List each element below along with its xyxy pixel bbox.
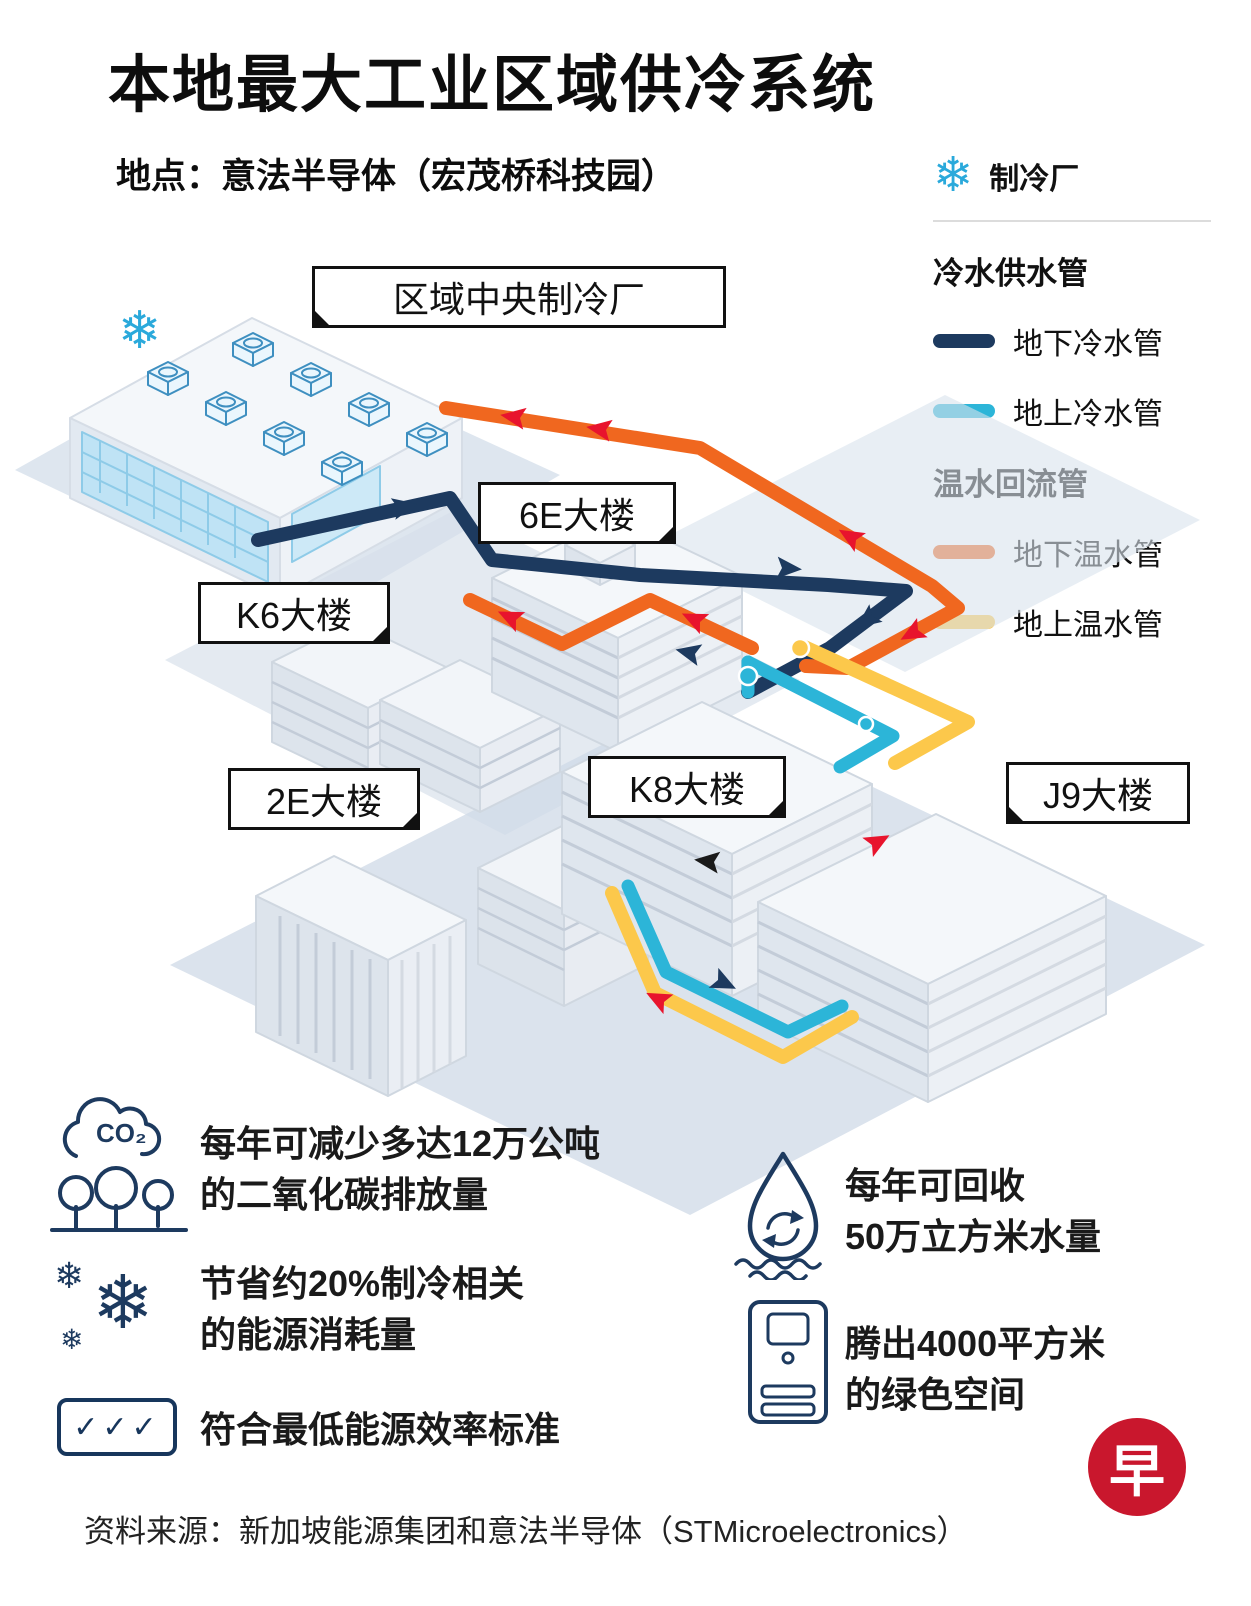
fact-standard: 符合最低能源效率标准 bbox=[200, 1409, 561, 1450]
label-text: 6E大楼 bbox=[518, 495, 636, 536]
plant-snowflake-icon: ❄ bbox=[118, 302, 162, 360]
pipe-warm-underground-branch bbox=[463, 593, 759, 655]
co2-trees-icon: CO₂ bbox=[50, 1097, 188, 1232]
swatch-cold-underground bbox=[933, 334, 995, 348]
legend-cold-header: 冷水供水管 bbox=[933, 256, 1088, 291]
label-text: J9大楼 bbox=[1042, 775, 1154, 816]
cooling-plant-building: ❄ bbox=[69, 302, 463, 599]
snowflake-icon: ❄ bbox=[933, 149, 974, 202]
fact-co2: 每年可减少多达12万公吨 的二氧化碳排放量 bbox=[200, 1123, 601, 1216]
cabinet-icon bbox=[748, 1300, 828, 1424]
label-pointer bbox=[1006, 804, 1026, 824]
label-pointer bbox=[400, 810, 420, 830]
checkmarks-icon: ✓✓✓ bbox=[57, 1398, 177, 1456]
pipe-cold-underground bbox=[251, 491, 913, 699]
page-subtitle: 地点：意法半导体（宏茂桥科技园） bbox=[116, 157, 677, 196]
pipe-warm-above-loop bbox=[605, 886, 859, 1064]
zaobao-logo: 早 bbox=[1088, 1418, 1186, 1516]
building-2e bbox=[255, 855, 467, 1097]
svg-text:CO₂: CO₂ bbox=[96, 1118, 147, 1148]
fact-water: 每年可回收 50万立方米水量 bbox=[845, 1165, 1102, 1258]
water-recycle-icon bbox=[734, 1151, 822, 1280]
label-pointer bbox=[370, 624, 390, 644]
label-text: K6大楼 bbox=[235, 595, 353, 636]
flow-arrows-cold bbox=[390, 498, 883, 989]
snowflake-icon: ❄ bbox=[60, 1324, 84, 1355]
legend-item-label: 地下冷水管 bbox=[1013, 328, 1163, 361]
flow-arrow-black bbox=[694, 851, 721, 874]
legend-divider bbox=[933, 220, 1211, 222]
label-text: K8大楼 bbox=[628, 769, 746, 810]
legend-plant-row: ❄ 制冷厂 bbox=[933, 152, 1211, 200]
flow-arrows-warm bbox=[497, 407, 928, 1015]
label-text: 2E大楼 bbox=[265, 781, 383, 822]
pipe-cold-above-loop bbox=[621, 879, 849, 1039]
fact-energy: 节省约20%制冷相关 的能源消耗量 bbox=[200, 1263, 525, 1356]
label-central-plant: 区域中央制冷厂 bbox=[312, 266, 726, 328]
label-pointer bbox=[656, 524, 676, 544]
label-k6: K6大楼 bbox=[198, 582, 390, 644]
label-text: 区域中央制冷厂 bbox=[392, 279, 645, 320]
label-k8: K8大楼 bbox=[588, 756, 786, 818]
label-j9: J9大楼 bbox=[1006, 762, 1190, 824]
pipe-cold-above-run bbox=[741, 655, 900, 774]
snowflake-icon: ❄ bbox=[54, 1255, 85, 1296]
snowflake-icon: ❄ bbox=[92, 1261, 155, 1344]
legend-item-label: 地上冷水管 bbox=[1013, 398, 1163, 431]
building-k6 bbox=[271, 621, 561, 813]
page-title: 本地最大工业区域供冷系统 bbox=[108, 51, 877, 120]
legend-item-label: 地上温水管 bbox=[1013, 609, 1163, 642]
legend-item-cold-underground: 地下冷水管 bbox=[933, 319, 1211, 363]
label-6e: 6E大楼 bbox=[478, 482, 676, 544]
pipe-network bbox=[251, 401, 975, 1064]
label-2e: 2E大楼 bbox=[228, 768, 420, 830]
pipe-warm-above-right bbox=[793, 638, 975, 770]
zaobao-logo-char: 早 bbox=[1109, 1439, 1165, 1503]
source-note: 资料来源：新加坡能源集团和意法半导体（STMicroelectronics） bbox=[84, 1514, 968, 1549]
label-pointer bbox=[766, 798, 786, 818]
fact-space: 腾出4000平方米 的绿色空间 bbox=[845, 1323, 1106, 1416]
label-pointer bbox=[312, 308, 332, 328]
legend-plant-label: 制冷厂 bbox=[989, 163, 1080, 196]
pipe-fittings bbox=[737, 637, 875, 733]
